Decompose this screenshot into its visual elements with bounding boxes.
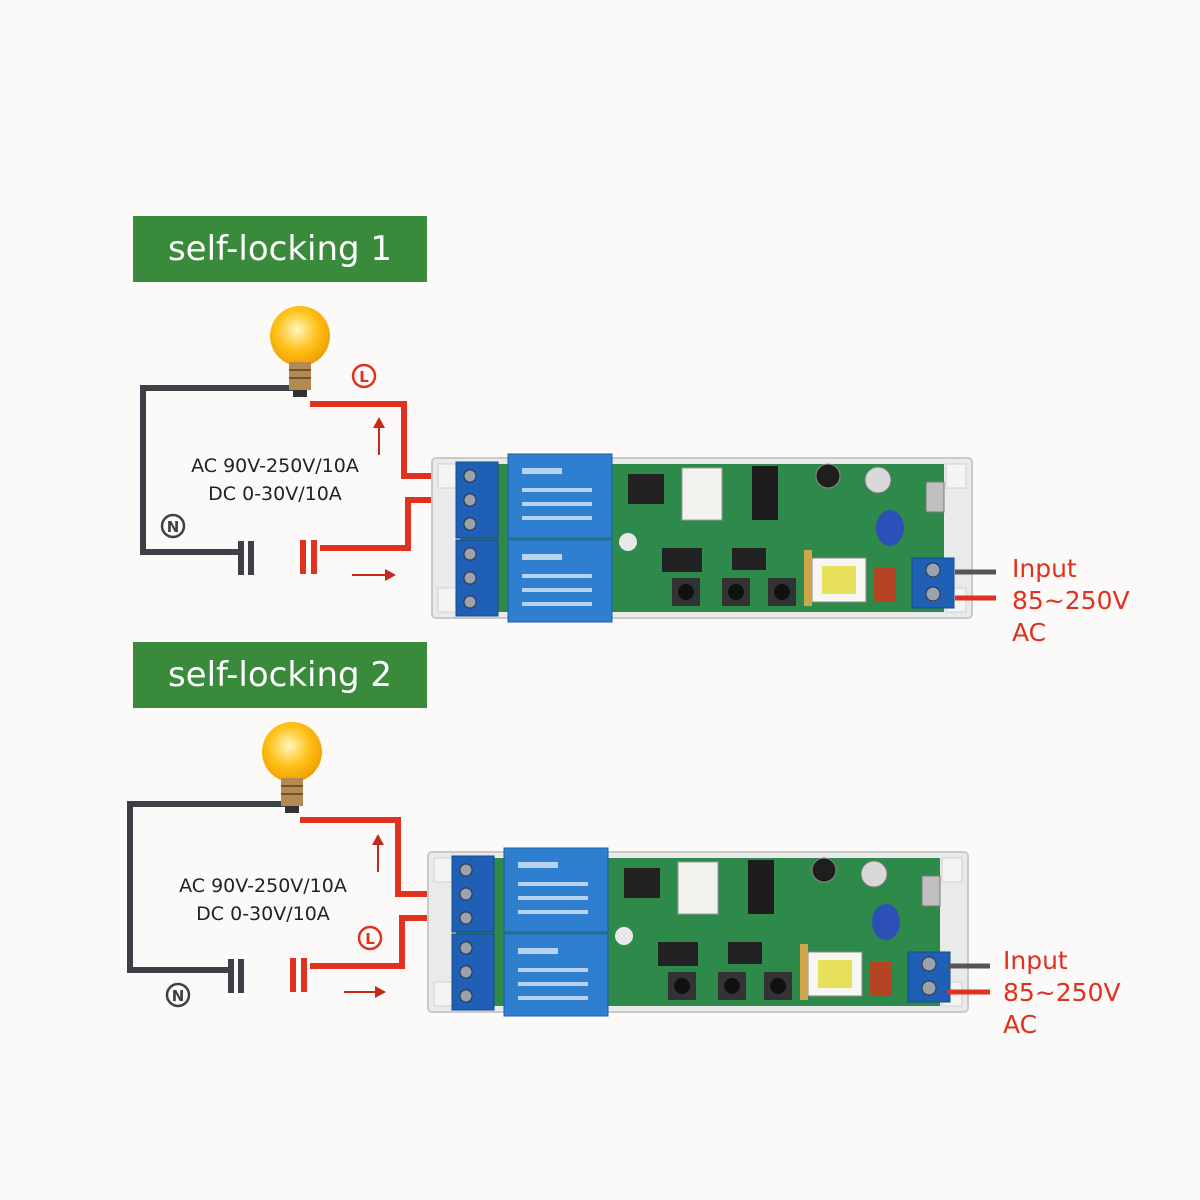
panel-1-input-line1: Input bbox=[1012, 554, 1077, 583]
panel-2-input-label: Input 85~250V AC bbox=[1003, 945, 1121, 1041]
panel-2-title: self-locking 2 bbox=[133, 642, 427, 708]
panel-1-input-line2: 85~250V bbox=[1012, 586, 1130, 615]
panel-2-spec-ac: AC 90V-250V/10A bbox=[179, 875, 347, 897]
panel-1-live-plug-icon bbox=[300, 540, 317, 574]
panel-2: L N bbox=[127, 722, 990, 1017]
panel-1-spec: AC 90V-250V/10A DC 0-30V/10A bbox=[160, 452, 390, 508]
panel-2-neutral-wire bbox=[127, 801, 288, 973]
svg-text:L: L bbox=[365, 930, 375, 948]
panel-2-spec-dc: DC 0-30V/10A bbox=[196, 903, 330, 925]
panel-2-spec: AC 90V-250V/10A DC 0-30V/10A bbox=[148, 872, 378, 928]
panel-1-up-arrow-icon bbox=[373, 417, 385, 455]
panel-2-live-symbol: L bbox=[357, 925, 383, 951]
panel-1-live-symbol: L bbox=[351, 363, 377, 389]
panel-2-input-line2: 85~250V bbox=[1003, 978, 1121, 1007]
panel-2-up-arrow-icon bbox=[372, 834, 384, 872]
panel-2-right-arrow-icon bbox=[344, 986, 386, 998]
panel-1-spec-dc: DC 0-30V/10A bbox=[208, 483, 342, 505]
panel-2-light-bulb-icon bbox=[262, 722, 322, 813]
panel-2-input-line3: AC bbox=[1003, 1010, 1038, 1039]
panel-1-input-line3: AC bbox=[1012, 618, 1047, 647]
panel-2-live-plug-icon bbox=[290, 958, 307, 992]
panel-1-input-label: Input 85~250V AC bbox=[1012, 553, 1130, 649]
panel-1: L N bbox=[140, 306, 996, 623]
panel-2-neutral-symbol: N bbox=[165, 982, 191, 1008]
svg-text:N: N bbox=[172, 987, 185, 1005]
panel-2-neutral-plug-icon bbox=[228, 959, 244, 993]
panel-1-title: self-locking 1 bbox=[133, 216, 427, 282]
panel-1-right-arrow-icon bbox=[352, 569, 396, 581]
panel-2-input-line1: Input bbox=[1003, 946, 1068, 975]
panel-1-neutral-symbol: N bbox=[160, 513, 186, 539]
svg-text:N: N bbox=[167, 518, 180, 536]
panel-1-neutral-plug-icon bbox=[238, 541, 254, 575]
panel-1-neutral-wire bbox=[140, 385, 296, 555]
panel-1-relay-board-icon bbox=[431, 453, 973, 623]
panel-1-spec-ac: AC 90V-250V/10A bbox=[191, 455, 359, 477]
panel-2-relay-board-icon bbox=[427, 847, 969, 1017]
svg-text:L: L bbox=[359, 368, 369, 386]
panel-1-light-bulb-icon bbox=[270, 306, 330, 397]
